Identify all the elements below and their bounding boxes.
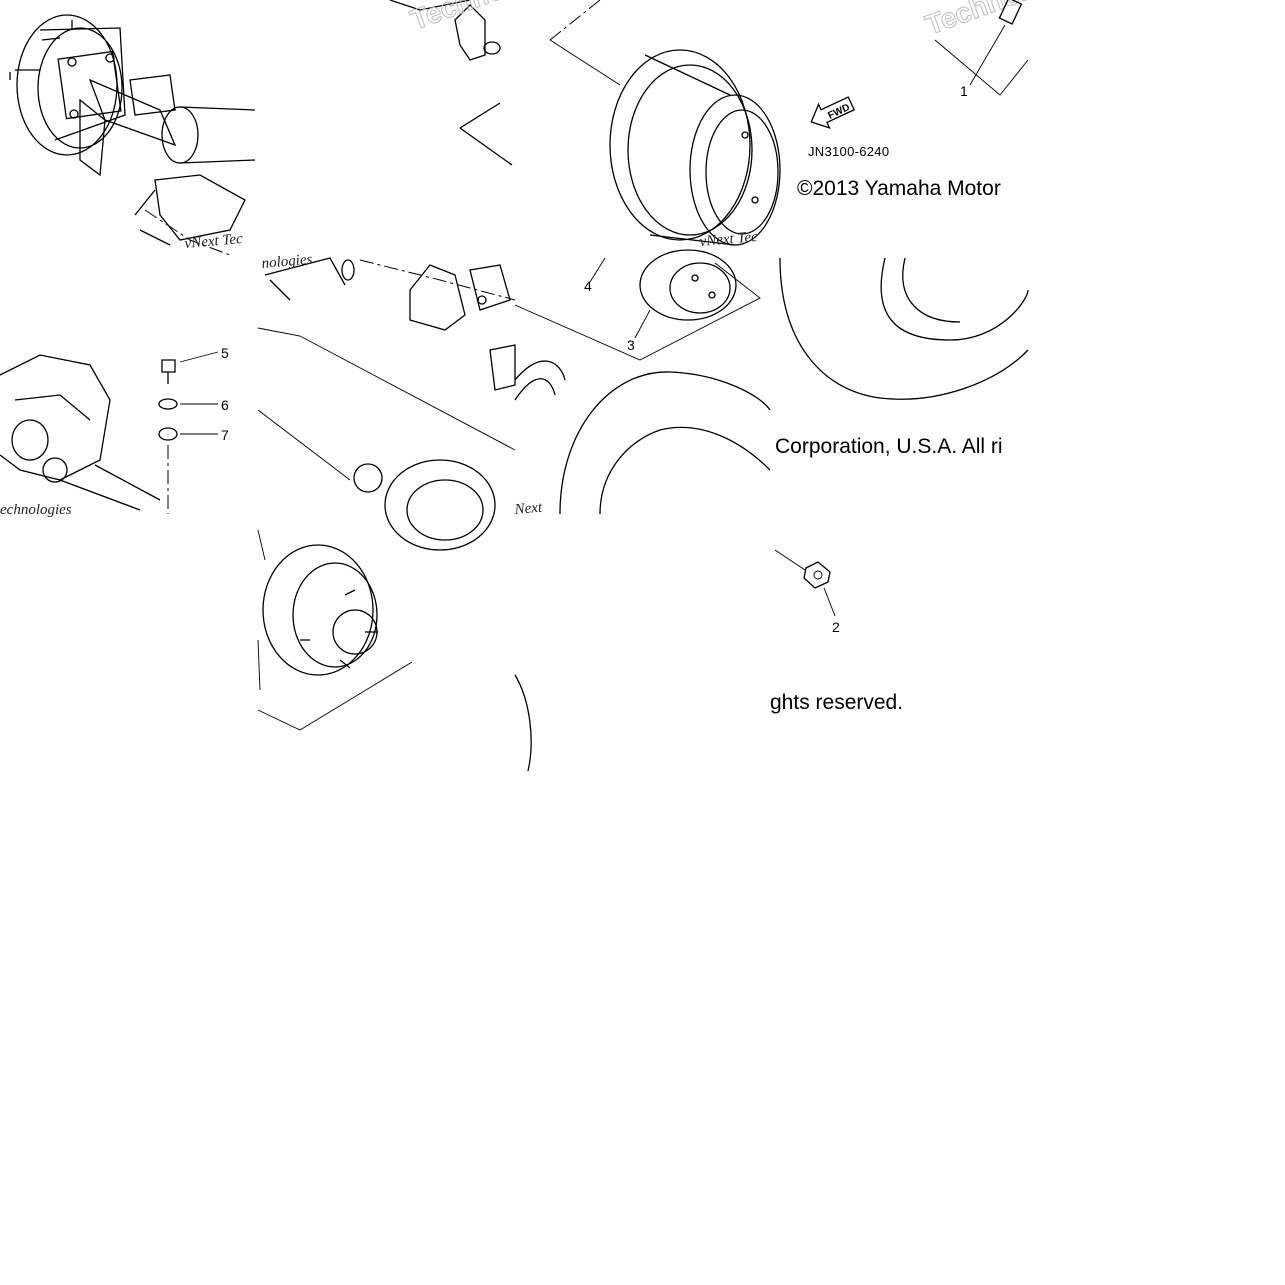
tire-edge-fragment	[514, 674, 532, 772]
differential-and-fasteners: 5 6 7 echnologies	[0, 345, 229, 518]
copyright-part-3: ghts reserved.	[770, 691, 903, 714]
watermark: nologies	[261, 252, 313, 272]
forward-arrow: FWD	[810, 96, 856, 129]
tire-closeup: Corporation, U.S.A. All ri	[775, 257, 1029, 458]
callout-number: 5	[221, 345, 229, 361]
callout-number: 3	[627, 337, 635, 353]
callout-number: 7	[221, 427, 229, 443]
callout-number: 2	[832, 619, 840, 635]
callout-number: 4	[584, 278, 592, 294]
wheel-rim-part-3: vNext Tec	[549, 0, 781, 250]
callout-number: 1	[960, 83, 968, 99]
watermark: vNext Tec	[184, 231, 244, 252]
part-code: JN3100-6240	[808, 144, 889, 159]
watermark: Next	[513, 500, 544, 518]
callout-number: 6	[221, 397, 229, 413]
lug-nut-part-2: 2 ghts reserved.	[770, 549, 903, 714]
watermark: echnologies	[0, 502, 72, 518]
brake-drum-assembly-top-left: vNext Tec	[9, 14, 256, 256]
watermark: vNext Tec	[699, 229, 759, 250]
valve-and-legend-area: Technologies 1 FWD JN3100-6240 ©2013 Yam…	[797, 0, 1100, 200]
wheel-hub-and-tire: 4 3 Next	[513, 249, 771, 518]
copyright-part-1: ©2013 Yamaha Motor	[797, 177, 1001, 200]
copyright-part-2: Corporation, U.S.A. All ri	[775, 435, 1003, 458]
lower-hub-assembly	[257, 529, 413, 731]
axle-shaft-and-hub: nologies	[257, 252, 516, 551]
watermark: Technologies	[921, 0, 1099, 41]
upper-bracket-fragment: Techno	[389, 0, 513, 166]
